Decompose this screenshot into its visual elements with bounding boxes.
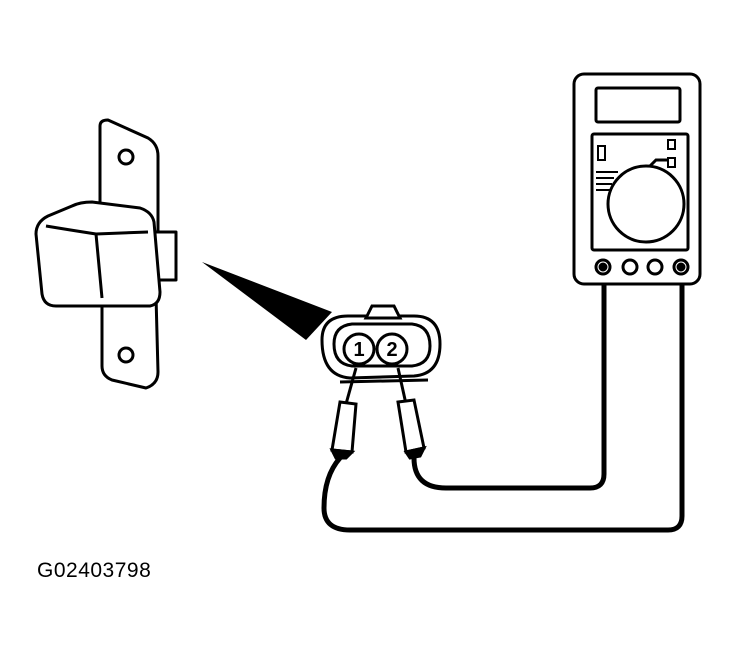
figure-id: G02403798 — [37, 559, 152, 582]
meter-indicator-1 — [667, 139, 676, 150]
lead-probe-1-to-meter — [321, 265, 685, 533]
meter-jack-1-plug — [598, 262, 608, 272]
sensor-module — [34, 118, 178, 390]
digital-multimeter — [572, 72, 702, 286]
meter-jack-3 — [646, 258, 664, 276]
probe-2-needle — [396, 367, 408, 405]
meter-indicator-2 — [667, 157, 676, 168]
meter-indicator-3 — [597, 145, 606, 161]
probe-1-handle — [330, 400, 358, 454]
meter-rotary-dial — [606, 164, 686, 244]
probe-2-handle — [396, 398, 426, 454]
meter-jack-4-plug — [676, 262, 686, 272]
pin-2-label: 2 — [386, 339, 397, 361]
pin-2-socket — [375, 332, 409, 366]
probe-2-tip — [403, 445, 427, 460]
two-pin-connector: 1 2 — [320, 304, 442, 384]
meter-jack-2 — [621, 258, 639, 276]
pin-1-label: 1 — [353, 339, 364, 361]
probe-1-needle — [344, 367, 358, 405]
meter-range-ticks — [596, 171, 618, 191]
lead-probe-2-to-meter — [411, 265, 607, 491]
sensor-body-edge-2 — [94, 233, 104, 299]
connector-latch — [363, 304, 403, 320]
bracket-hole-top — [117, 148, 135, 166]
bracket-hole-bottom — [117, 346, 135, 364]
test-probes — [329, 367, 427, 460]
sensor-body-edge — [45, 224, 149, 236]
meter-dial-pointer — [648, 158, 668, 168]
probe-1-tip — [329, 448, 356, 460]
mounting-bracket-bottom — [100, 294, 160, 390]
pin-1-socket — [342, 332, 376, 366]
zoom-pointer — [202, 262, 332, 340]
connector-bottom-edge — [339, 378, 429, 384]
connector-inner — [332, 322, 432, 368]
meter-display — [594, 86, 682, 124]
test-leads — [321, 265, 685, 533]
